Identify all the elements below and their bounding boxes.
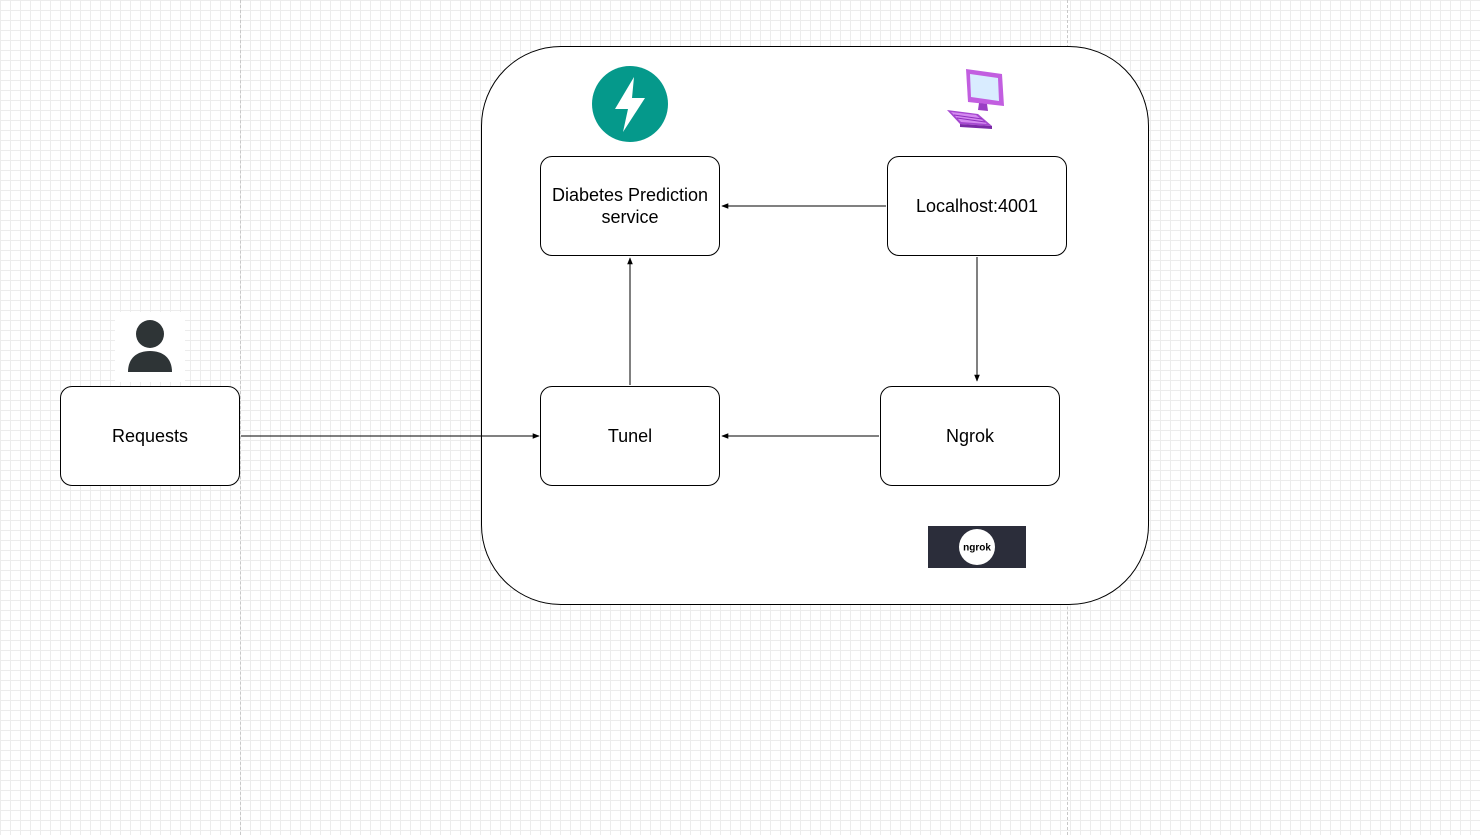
localhost-label: Localhost:4001 [915, 196, 1039, 216]
diabetes-prediction-node[interactable]: Diabetes Prediction service [540, 156, 720, 256]
server-container[interactable] [481, 46, 1149, 605]
user-icon[interactable] [115, 312, 185, 382]
tunel-label: Tunel [607, 426, 653, 446]
ngrok-node[interactable]: Ngrok [880, 386, 1060, 486]
page-break-line [240, 0, 241, 835]
ngrok-label: Ngrok [945, 426, 994, 446]
diabetes-prediction-label: Diabetes Prediction service [551, 185, 709, 227]
ngrok-logo-icon[interactable]: ngrok [928, 526, 1026, 568]
tunel-node[interactable]: Tunel [540, 386, 720, 486]
fastapi-lightning-icon[interactable] [592, 66, 668, 142]
localhost-node[interactable]: Localhost:4001 [887, 156, 1067, 256]
requests-node[interactable]: Requests [60, 386, 240, 486]
ngrok-logo-text: ngrok [963, 543, 991, 554]
computer-icon[interactable] [944, 66, 1008, 134]
requests-label: Requests [111, 426, 189, 446]
